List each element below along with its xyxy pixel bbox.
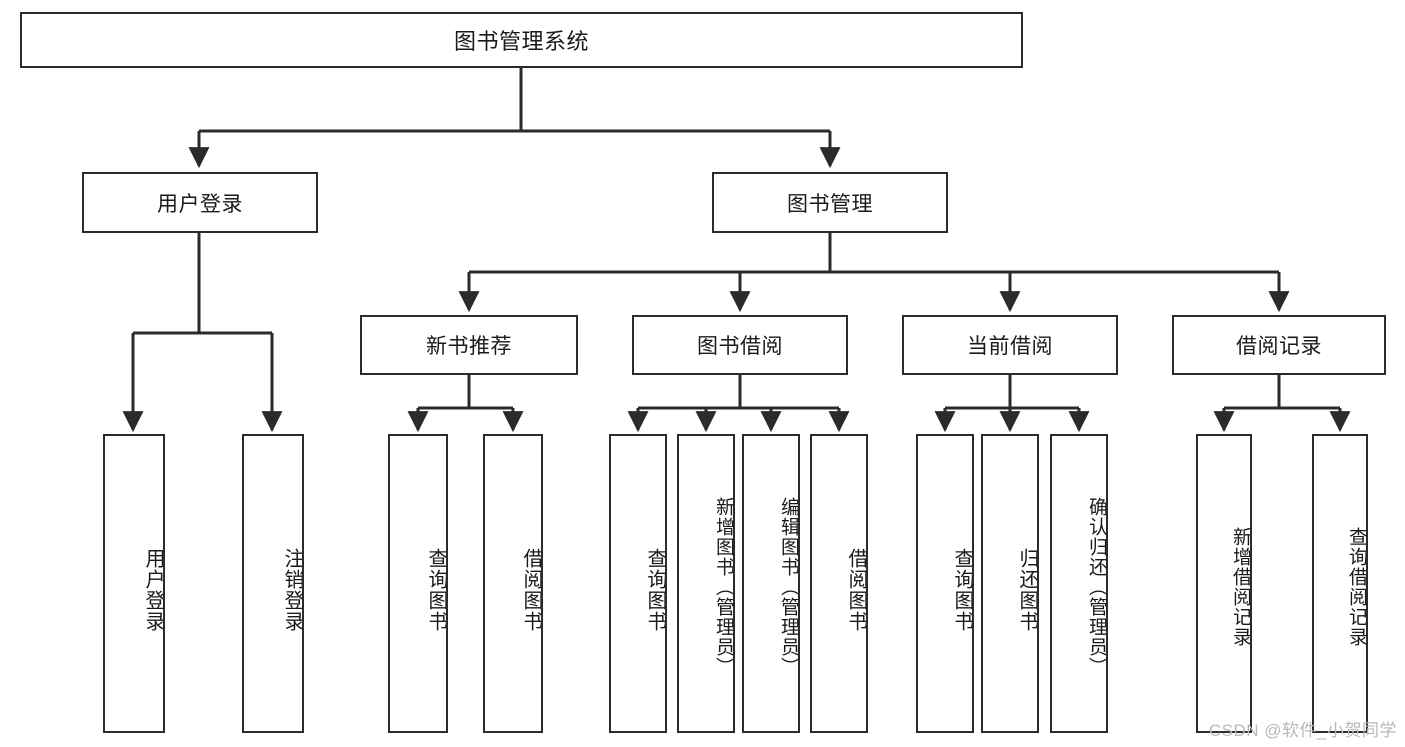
node-book-borrow[interactable]: 图书借阅 (632, 315, 848, 375)
node-book-management[interactable]: 图书管理 (712, 172, 948, 233)
leaf-record-query-record[interactable]: 查询借阅记录 (1312, 434, 1368, 733)
leaf-current-return-book[interactable]: 归还图书 (981, 434, 1039, 733)
csdn-watermark: CSDN @软件_小贺同学 (1208, 721, 1397, 740)
node-borrow-record[interactable]: 借阅记录 (1172, 315, 1386, 375)
leaf-new-book-query[interactable]: 查询图书 (388, 434, 448, 733)
leaf-current-query-book[interactable]: 查询图书 (916, 434, 974, 733)
leaf-user-login-login[interactable]: 用户登录 (103, 434, 165, 733)
leaf-current-confirm-return-admin[interactable]: 确认归还（管理员） (1050, 434, 1108, 733)
leaf-new-book-borrow[interactable]: 借阅图书 (483, 434, 543, 733)
leaf-borrow-borrow-book[interactable]: 借阅图书 (810, 434, 868, 733)
node-current-borrow[interactable]: 当前借阅 (902, 315, 1118, 375)
leaf-borrow-query-book[interactable]: 查询图书 (609, 434, 667, 733)
leaf-borrow-add-book-admin[interactable]: 新增图书（管理员） (677, 434, 735, 733)
leaf-record-add-record[interactable]: 新增借阅记录 (1196, 434, 1252, 733)
node-user-login[interactable]: 用户登录 (82, 172, 318, 233)
node-root-system[interactable]: 图书管理系统 (20, 12, 1023, 68)
leaf-borrow-edit-book-admin[interactable]: 编辑图书（管理员） (742, 434, 800, 733)
leaf-user-login-logout[interactable]: 注销登录 (242, 434, 304, 733)
node-new-book-recommend[interactable]: 新书推荐 (360, 315, 578, 375)
